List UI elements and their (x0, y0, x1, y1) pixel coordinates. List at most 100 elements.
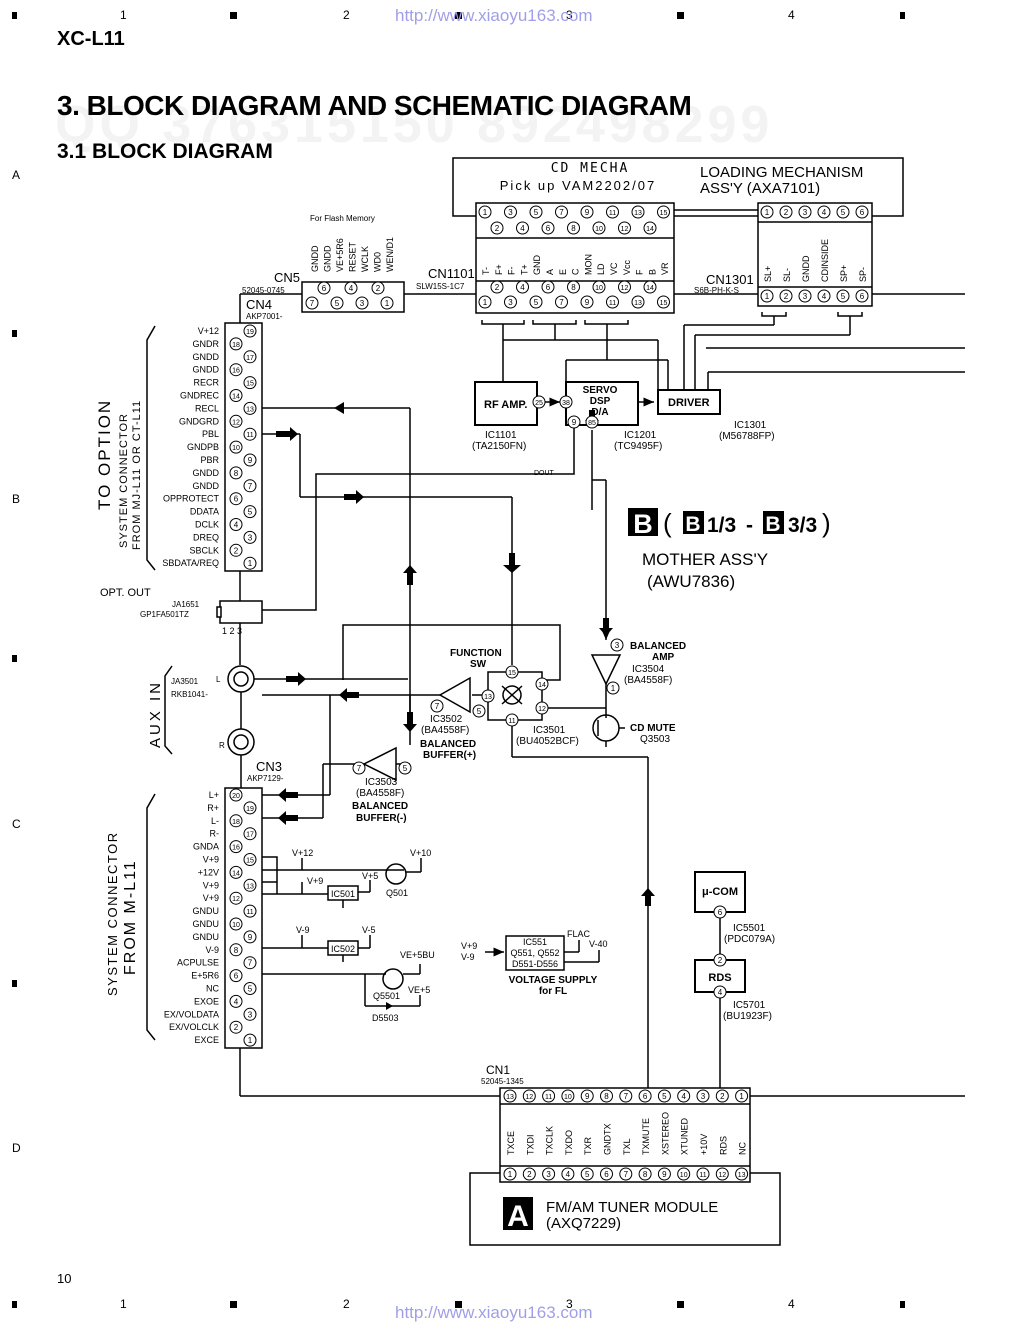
ic1101-ref: IC1101 (485, 430, 517, 441)
pin-number: 3 (508, 208, 513, 217)
pin-circle (478, 295, 492, 309)
pin-circle (229, 492, 243, 506)
pin-number: 17 (246, 355, 254, 362)
pin-circle (243, 878, 257, 892)
pin-circle (243, 1007, 257, 1021)
pin-circle (677, 1089, 691, 1103)
pin-circle (229, 337, 243, 351)
row-label: C (12, 817, 21, 831)
cn4-row-label: RECL (195, 403, 219, 413)
tuner-badge: A (507, 1200, 529, 1233)
cn3-row-label: +12V (198, 867, 219, 877)
ucom-label: μ-COM (702, 886, 738, 898)
pin-number: 5 (662, 1092, 667, 1101)
cn3-sub1: SYSTEM CONNECTOR (105, 831, 120, 996)
cn4-row-label: GNDD (193, 468, 220, 478)
cn4-row-label: DDATA (190, 507, 219, 517)
pin-circle (779, 289, 793, 303)
pin-circle (481, 689, 495, 703)
pin-circle (798, 289, 812, 303)
cn4-row-label: GNDD (193, 352, 220, 362)
pin-number: 4 (234, 997, 239, 1006)
pin-number: 5 (248, 985, 253, 994)
col-label: 4 (788, 8, 795, 22)
cn4-row-label: SBCLK (189, 545, 219, 555)
tuner-part: (AXQ7229) (546, 1215, 621, 1232)
cn5-signal: GNDD (323, 245, 333, 272)
ic551-label: IC551 (523, 937, 547, 947)
cn3-row-label: GNDU (193, 919, 220, 929)
pin-circle (592, 280, 606, 294)
pin-circle (696, 1089, 710, 1103)
driver-label: DRIVER (668, 397, 710, 409)
pin-circle (243, 453, 257, 467)
pin-number: 7 (624, 1170, 629, 1179)
cn4-row-label: GNDREC (180, 391, 220, 401)
pin-circle (567, 221, 580, 235)
pin-number: 1 (765, 208, 770, 217)
frame-marker (12, 655, 17, 662)
pin-number: 38 (562, 400, 570, 407)
pin-number: 8 (234, 469, 239, 478)
pin-number: 8 (234, 946, 239, 955)
cn4-row-label: DREQ (193, 532, 219, 542)
cn3-row-label: EX/VOLDATA (164, 1009, 219, 1019)
pin-number: 13 (506, 1094, 514, 1101)
pin-circle (618, 221, 631, 235)
pin-number: 18 (232, 819, 240, 826)
pin-circle (610, 638, 624, 652)
vm9-label: V-9 (296, 925, 310, 935)
pin-circle (352, 761, 366, 775)
pin-number: 20 (232, 793, 240, 800)
cn3-part: AKP7129- (247, 774, 284, 783)
cn1-name: CN1 (486, 1063, 510, 1077)
pin-circle (243, 1033, 257, 1047)
frame-marker (900, 12, 905, 19)
pin-circle (243, 956, 257, 970)
pin-circle (229, 994, 243, 1008)
mother-assy: MOTHER ASS'Y (642, 550, 768, 569)
ic3502-ref: IC3502 (430, 714, 463, 725)
pin-number: 3 (248, 1010, 253, 1019)
pin-number: 12 (232, 896, 240, 903)
pin-circle (229, 865, 243, 879)
ic3503-l1: BALANCED (352, 801, 408, 812)
function-sw-l1: FUNCTION (450, 648, 502, 659)
pin-number: 10 (232, 922, 240, 929)
pin-circle (555, 205, 568, 219)
pin-number: 5 (841, 208, 846, 217)
pin-circle (490, 221, 504, 235)
pin-number: 1 (483, 208, 488, 217)
pin-circle (541, 280, 555, 294)
cn3-row-label: GNDU (193, 932, 220, 942)
cn1101-signal: MON (583, 254, 593, 275)
cn1-signal: XTUNED (680, 1117, 690, 1155)
aux-in-label: AUX IN (147, 680, 164, 748)
pin-circle (243, 982, 257, 995)
pin-number: 7 (310, 299, 315, 308)
pin-number: 10 (595, 226, 603, 233)
cn1-signal: TXCLK (545, 1126, 555, 1155)
rf-amp-label: RF AMP. (484, 399, 527, 411)
pin-number: 6 (604, 1170, 609, 1179)
page-title: 3. BLOCK DIAGRAM AND SCHEMATIC DIAGRAM (57, 90, 692, 121)
cn1-signal: RDS (718, 1136, 728, 1155)
frame-marker (12, 12, 17, 19)
pin-number: 7 (248, 482, 253, 491)
pin-number: 7 (559, 208, 564, 217)
pin-number: 14 (646, 226, 654, 233)
cn3-row-label: V+9 (203, 893, 219, 903)
frame-marker (12, 980, 17, 987)
ic3504-part: (BA4558F) (624, 675, 672, 686)
cn3-row-label: L- (211, 816, 219, 826)
pin-number: 4 (822, 292, 827, 301)
ic3504-l2: AMP (652, 652, 675, 663)
pin-number: 14 (232, 394, 240, 401)
pin-circle (229, 917, 243, 931)
pin-number: 6 (546, 224, 551, 233)
cn3-row-label: V-9 (205, 945, 219, 955)
cn5-signal: RESET (348, 241, 358, 272)
pin-number: 4 (349, 284, 354, 293)
pin-circle (600, 1167, 613, 1181)
pin-circle (243, 853, 257, 866)
